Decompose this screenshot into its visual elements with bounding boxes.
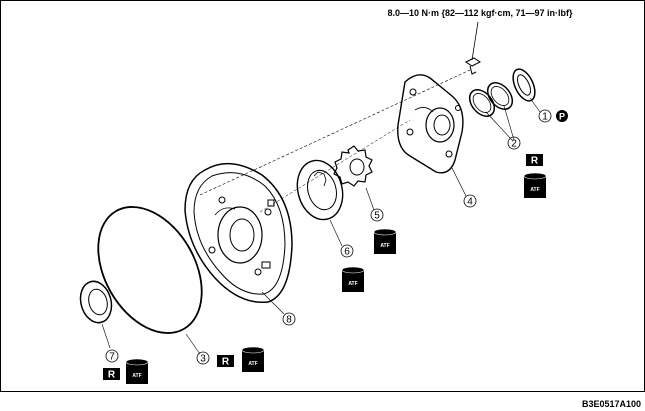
svg-text:4: 4 bbox=[467, 197, 473, 208]
r-badge-part-3: R bbox=[217, 355, 234, 368]
atf-can-part-7: ATF bbox=[125, 358, 149, 384]
svg-text:P: P bbox=[559, 112, 565, 122]
leader-lines bbox=[101, 97, 541, 355]
callout-2: 2 bbox=[507, 136, 521, 150]
svg-text:7: 7 bbox=[109, 352, 115, 363]
svg-text:3: 3 bbox=[200, 354, 206, 365]
callout-1: 1 bbox=[538, 109, 552, 123]
r-badge-part-7: R bbox=[103, 368, 120, 381]
svg-text:6: 6 bbox=[344, 247, 350, 258]
atf-can-part-2: ATF bbox=[523, 172, 547, 198]
torque-spec: 8.0—10 N·m {82—112 kgf·cm, 71—97 in·lbf} bbox=[387, 8, 573, 18]
part-5-inner-gear bbox=[333, 145, 373, 187]
svg-text:R: R bbox=[222, 357, 230, 368]
svg-text:8: 8 bbox=[286, 315, 292, 326]
svg-text:5: 5 bbox=[374, 211, 380, 222]
assembly-axis bbox=[199, 69, 471, 196]
callout-4: 4 bbox=[463, 194, 477, 208]
part-6-outer-gear bbox=[296, 159, 344, 221]
svg-text:ATF: ATF bbox=[132, 373, 141, 379]
part-3-o-ring bbox=[97, 206, 203, 334]
part-4-pump-cover bbox=[397, 74, 464, 174]
svg-text:R: R bbox=[531, 156, 539, 167]
atf-can-part-3: ATF bbox=[241, 346, 265, 372]
svg-text:ATF: ATF bbox=[380, 243, 389, 249]
part-1-seal bbox=[512, 68, 536, 102]
p-badge: P bbox=[556, 110, 568, 122]
callout-3: 3 bbox=[196, 351, 210, 365]
assembly-axis-lower bbox=[259, 119, 411, 213]
callout-5: 5 bbox=[370, 208, 384, 222]
figure-code: B3E0517A100 bbox=[581, 399, 641, 409]
svg-text:ATF: ATF bbox=[348, 281, 357, 287]
part-2-seal-rings bbox=[468, 82, 514, 117]
r-badge-part-2: R bbox=[526, 154, 543, 167]
part-7-oil-seal bbox=[79, 280, 113, 324]
svg-text:R: R bbox=[108, 370, 116, 381]
atf-can-part-6: ATF bbox=[341, 266, 365, 292]
svg-text:2: 2 bbox=[511, 139, 517, 150]
callout-7: 7 bbox=[105, 349, 119, 363]
svg-text:ATF: ATF bbox=[248, 361, 257, 367]
bolt bbox=[465, 21, 481, 75]
svg-text:1: 1 bbox=[542, 112, 548, 123]
callout-8: 8 bbox=[282, 312, 296, 326]
svg-text:ATF: ATF bbox=[530, 187, 539, 193]
atf-can-part-5: ATF bbox=[373, 228, 397, 254]
callout-6: 6 bbox=[340, 244, 354, 258]
